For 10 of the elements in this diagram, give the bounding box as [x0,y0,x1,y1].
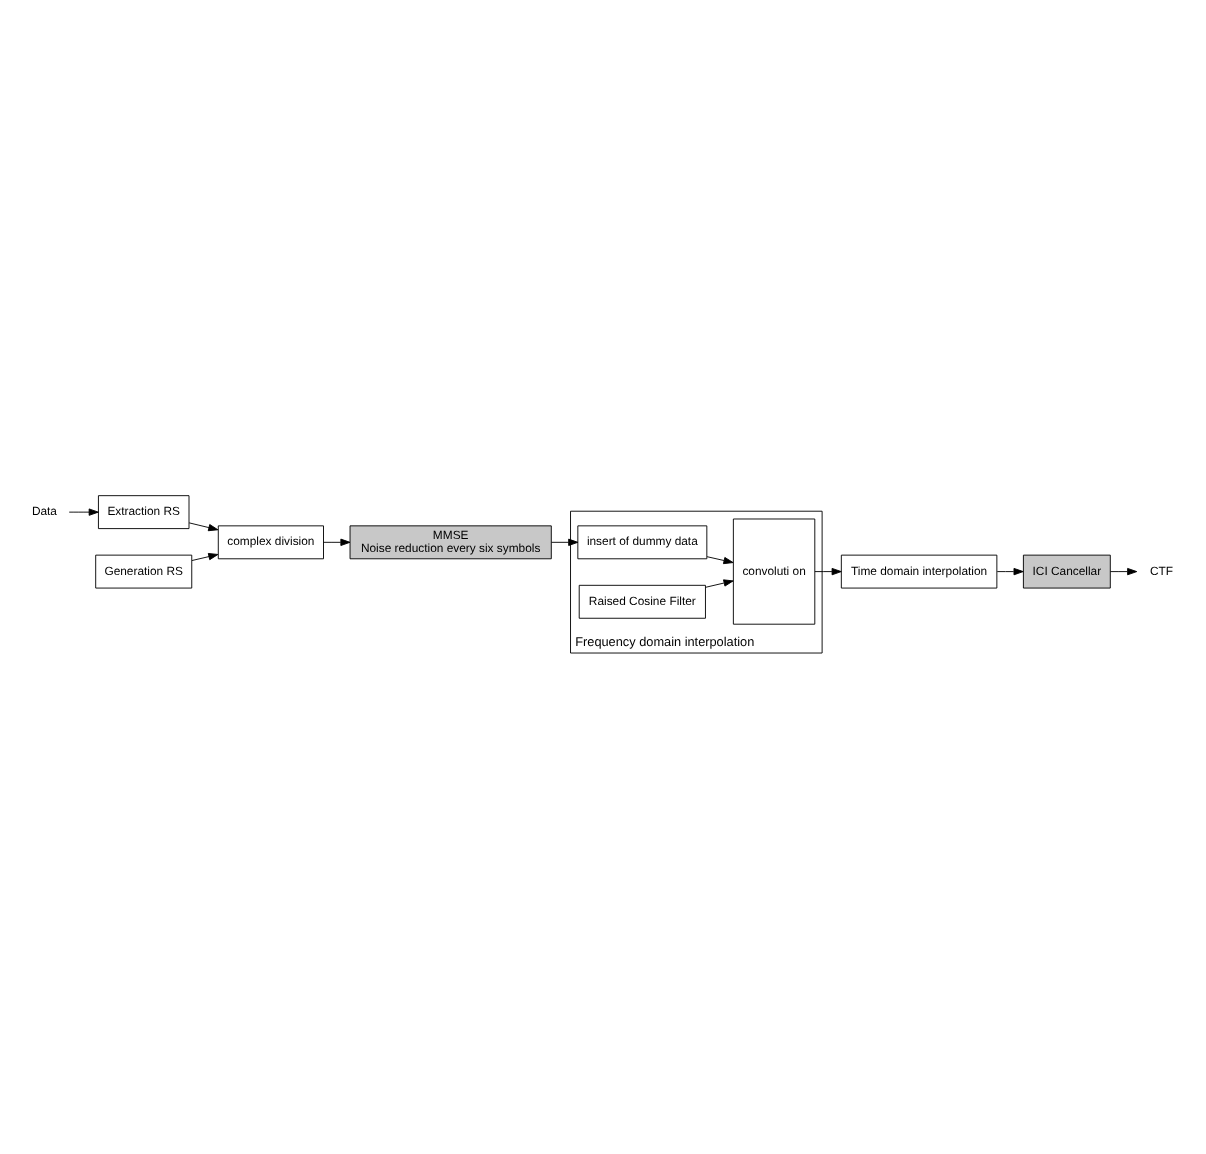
arrow [996,566,1024,575]
arrow [188,521,219,531]
arrow [68,507,99,515]
arrow [323,537,351,545]
arrow [706,555,734,564]
arrow [1109,566,1138,575]
arrow [191,552,219,560]
arrow [551,537,579,545]
arrow [705,578,734,587]
arrow [814,566,842,575]
